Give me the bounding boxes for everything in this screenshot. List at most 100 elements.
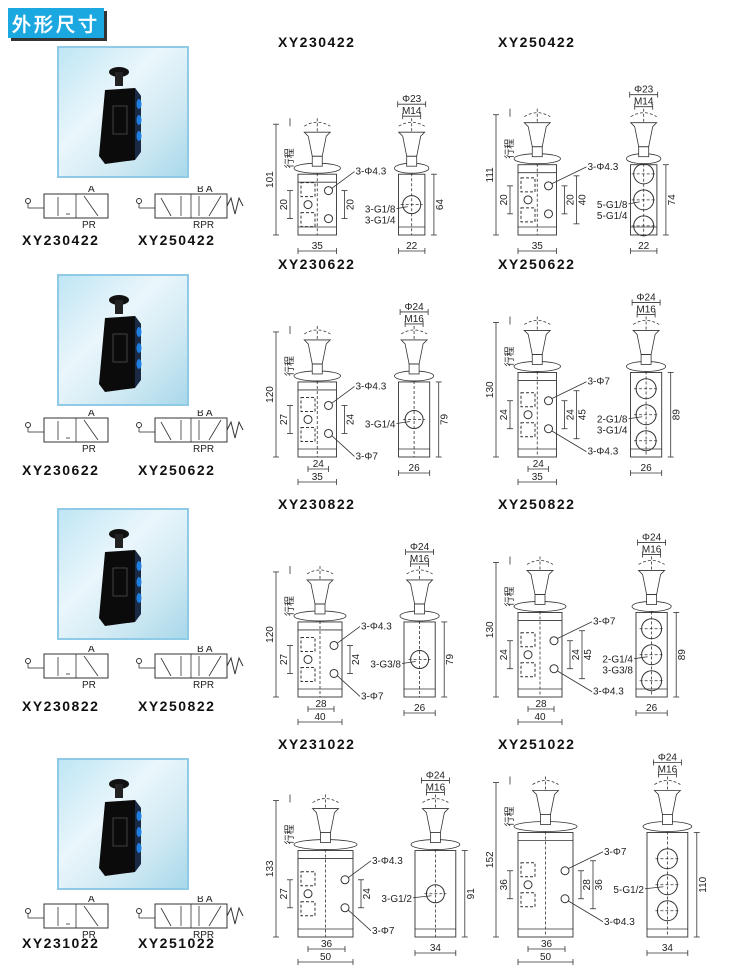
pressed-cap-outline [422,798,449,803]
width-dim: 35 [532,241,544,252]
product-photo [57,758,189,890]
port-callout: 3-Φ4.3 [588,447,619,458]
valve-body [99,88,141,164]
callout-leader [556,621,593,640]
side-height-dim: 64 [435,199,446,211]
port-spacing-dim: 20 [346,199,357,211]
callout-leader [551,166,587,185]
side-port-callout: 5-G1/4 [597,211,628,222]
port-callout: 3-Φ7 [372,926,395,937]
internal-port [520,207,536,223]
pneumatic-symbol: APR [25,184,109,231]
port-label-ba: B A [197,410,213,419]
button-stem [115,784,123,798]
side-port-callout: 3-G1/4 [365,216,396,227]
port-fitting [136,811,142,821]
drawing-title: XY250422 [498,34,576,50]
valve-image [99,295,142,392]
side-port-callout: 3-G1/8 [365,205,396,216]
label-plate [112,567,128,597]
mount-hole [544,181,553,191]
valve-body [99,800,141,876]
internal-port [300,212,316,228]
stem [320,832,331,843]
port-hole [303,414,313,424]
port-spacing-dim: 27 [279,413,290,425]
width-dim: 35 [532,472,544,483]
stroke-label: 行程 [503,586,516,606]
stem [531,146,543,158]
push-button-icon [25,422,31,428]
port-spacing-dim: 24 [571,649,582,661]
callout-leader [567,900,604,923]
drawing-title: XY250622 [498,256,576,272]
push-button-cap [637,570,666,595]
width-dim: 40 [534,712,546,723]
model-label: XY230622 [22,462,100,478]
port-callout: 3-Φ7 [356,451,379,462]
total-height-dim: 120 [265,626,276,643]
flow-arrow [208,905,222,927]
flow-arrow [83,419,99,441]
flow-arrow [208,655,222,677]
cap-diameter-dim: Φ24 [637,292,657,303]
port-spacing-dim: 45 [578,409,589,421]
side-height-dim: 89 [677,649,688,661]
port-fitting [136,99,142,109]
port-hole [523,650,533,660]
pressed-cap-outline [524,112,551,118]
stroke-label: 行程 [503,807,516,827]
stem [314,603,326,615]
spring-icon [226,420,244,439]
label-plate [112,817,128,847]
port-fitting [136,577,142,587]
drawing-title: XY251022 [498,736,576,752]
stem [408,363,420,375]
push-button-cap [311,808,340,833]
port-fitting [136,843,142,853]
side-width-dim: 22 [638,241,650,252]
inner-width-dim: 24 [533,459,545,470]
port-callout: 3-Φ4.3 [372,856,403,867]
port-fitting [136,561,142,571]
port-spacing-dim: 24 [362,888,373,900]
side-port-callout: 2-G1/8 [597,415,628,426]
port-spacing-dim: 24 [351,653,362,665]
push-button-icon [136,198,142,204]
stem [406,155,418,167]
valve-body [99,316,141,392]
port-spacing-dim: 20 [499,194,510,206]
port-callout: 3-Φ4.3 [356,167,387,178]
front-push-button [293,121,341,174]
total-height-dim: 133 [265,860,276,877]
push-button-cap [400,339,429,365]
pressed-cap-outline [632,320,660,325]
pressed-cap-outline [532,780,559,785]
internal-port [520,392,536,408]
valve-image [99,779,142,876]
product-photo [57,508,189,640]
internal-port [300,426,316,442]
inner-width-dim: 24 [313,459,325,470]
side-width-dim: 26 [646,703,658,714]
side-width-dim: 26 [414,703,426,714]
port-label-pr: PR [82,220,96,231]
internal-port [520,632,536,648]
stroke-label: 行程 [283,148,296,168]
stroke-label: 行程 [503,346,516,366]
model-label: XY250422 [138,232,216,248]
mount-hole [544,424,553,434]
port-fitting [136,827,142,837]
port-spacing-dim: 27 [279,888,290,900]
width-dim: 35 [312,241,324,252]
total-height-dim: 120 [265,386,276,403]
thread-size-dim: M16 [642,544,662,555]
valve-image [99,67,142,164]
